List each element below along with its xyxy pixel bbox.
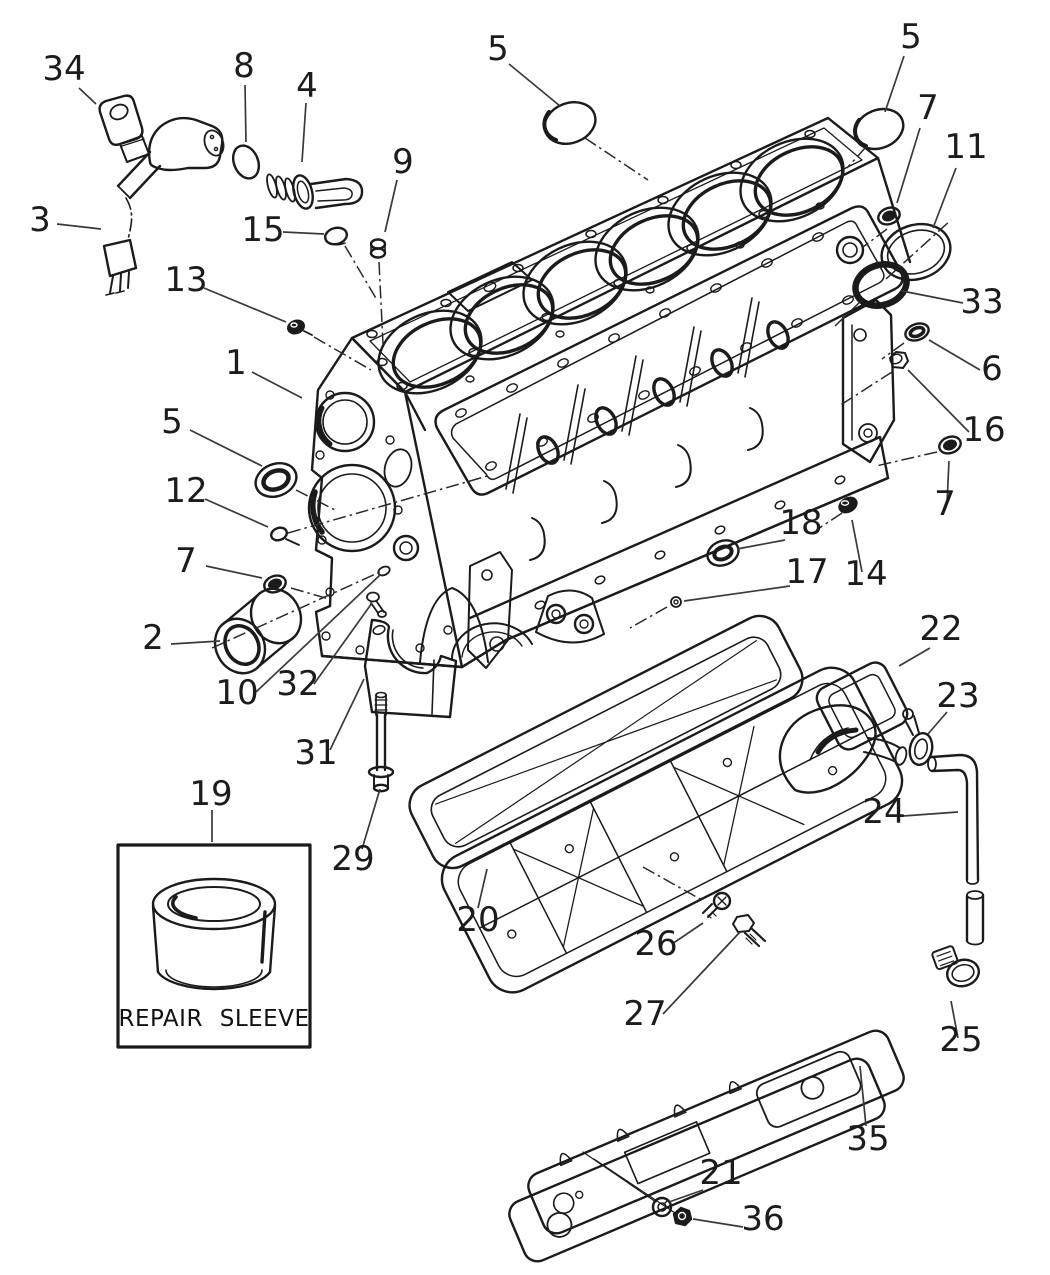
callout-7-side: 7 <box>934 484 956 524</box>
callout-7-front: 7 <box>175 541 197 581</box>
callout-3: 3 <box>29 200 51 240</box>
callout-27: 27 <box>623 994 666 1034</box>
callout-19: 19 <box>189 774 232 814</box>
callout-35: 35 <box>846 1119 889 1159</box>
lock-washer <box>651 1196 673 1218</box>
callout-2: 2 <box>142 618 164 658</box>
freeze-plug-5-top <box>542 101 597 145</box>
callout-5-rear: 5 <box>900 17 922 57</box>
cup-plug-6 <box>904 322 930 342</box>
callout-16: 16 <box>962 410 1005 450</box>
cap-15 <box>323 226 349 246</box>
heater-element-4 <box>266 173 364 210</box>
cover-plate-35 <box>527 1029 905 1235</box>
leader-lines <box>56 55 981 1228</box>
breather-tube-24 <box>927 753 985 946</box>
callout-17: 17 <box>785 552 828 592</box>
rear-end <box>835 235 896 464</box>
callout-8: 8 <box>233 46 255 86</box>
repair-sleeve-label: REPAIR SLEEVE <box>119 1006 310 1032</box>
seal-5-front <box>254 462 298 498</box>
cap-bolt-29 <box>367 691 395 793</box>
tappet-ribs <box>505 297 760 494</box>
cylinder-bores <box>377 137 845 395</box>
callout-29: 29 <box>331 839 374 879</box>
tappet-flange <box>434 205 904 496</box>
callout-34: 34 <box>42 49 85 89</box>
o-ring-33 <box>852 261 910 309</box>
plug-9 <box>369 238 387 259</box>
callout-31: 31 <box>294 733 337 773</box>
callout-1: 1 <box>225 343 247 383</box>
cup-plug-7-rear <box>877 206 901 226</box>
callout-33: 33 <box>960 282 1003 322</box>
callout-22: 22 <box>919 609 962 649</box>
bearing-cap-31 <box>363 618 458 719</box>
callout-21: 21 <box>699 1153 742 1193</box>
o-ring-8 <box>231 144 261 180</box>
freeze-plug-5-rear <box>853 107 905 151</box>
callout-9: 9 <box>392 142 414 182</box>
bushing-bore-10 <box>377 565 391 577</box>
breather-cover-22 <box>778 661 909 794</box>
cam-bushing-2 <box>213 587 303 675</box>
callout-labels: 34 8 4 5 5 7 11 9 3 15 13 33 1 6 5 16 12… <box>29 17 1005 1239</box>
cup-plug-7-side <box>938 435 962 455</box>
callout-12: 12 <box>164 471 207 511</box>
block-heater-cord-3 <box>102 116 225 296</box>
plug-14 <box>838 496 858 514</box>
pan-gasket-20 <box>408 614 804 870</box>
axis-lines <box>211 137 952 900</box>
rail-seal-18 <box>706 539 740 567</box>
callout-32: 32 <box>276 664 319 704</box>
callout-36: 36 <box>741 1199 784 1239</box>
callout-10: 10 <box>215 673 258 713</box>
dowel-17 <box>670 596 682 608</box>
callout-11: 11 <box>944 127 987 167</box>
front-face <box>307 336 489 669</box>
skirt-and-rail <box>320 407 890 669</box>
callout-24: 24 <box>862 792 905 832</box>
callout-5-front: 5 <box>161 402 183 442</box>
pin-32 <box>366 591 387 618</box>
callout-5-top: 5 <box>487 29 509 69</box>
callout-13: 13 <box>164 260 207 300</box>
callout-18: 18 <box>779 503 822 543</box>
callout-15: 15 <box>241 210 284 250</box>
side-cover-plate <box>440 661 909 994</box>
cylinder-block <box>307 116 912 669</box>
hose-clamp-25 <box>931 945 981 988</box>
callout-26: 26 <box>634 924 677 964</box>
bracket-34 <box>98 94 150 163</box>
callout-23: 23 <box>936 676 979 716</box>
plug-12 <box>270 526 300 546</box>
plate-gasket-21 <box>508 1057 886 1263</box>
callout-20: 20 <box>456 900 499 940</box>
callout-14: 14 <box>844 554 887 594</box>
screw-27 <box>732 914 767 948</box>
callout-25: 25 <box>939 1020 982 1060</box>
callout-6: 6 <box>981 349 1003 389</box>
hex-plug-16 <box>889 351 909 369</box>
cup-plug-7-front <box>263 574 287 594</box>
screw-26 <box>702 891 732 919</box>
plug-13 <box>287 319 313 336</box>
hose-clamp-23 <box>902 708 934 767</box>
callout-4: 4 <box>296 66 318 106</box>
repair-sleeve-box <box>116 843 312 1049</box>
nut-36 <box>672 1206 693 1227</box>
callout-7-rear: 7 <box>917 88 939 128</box>
